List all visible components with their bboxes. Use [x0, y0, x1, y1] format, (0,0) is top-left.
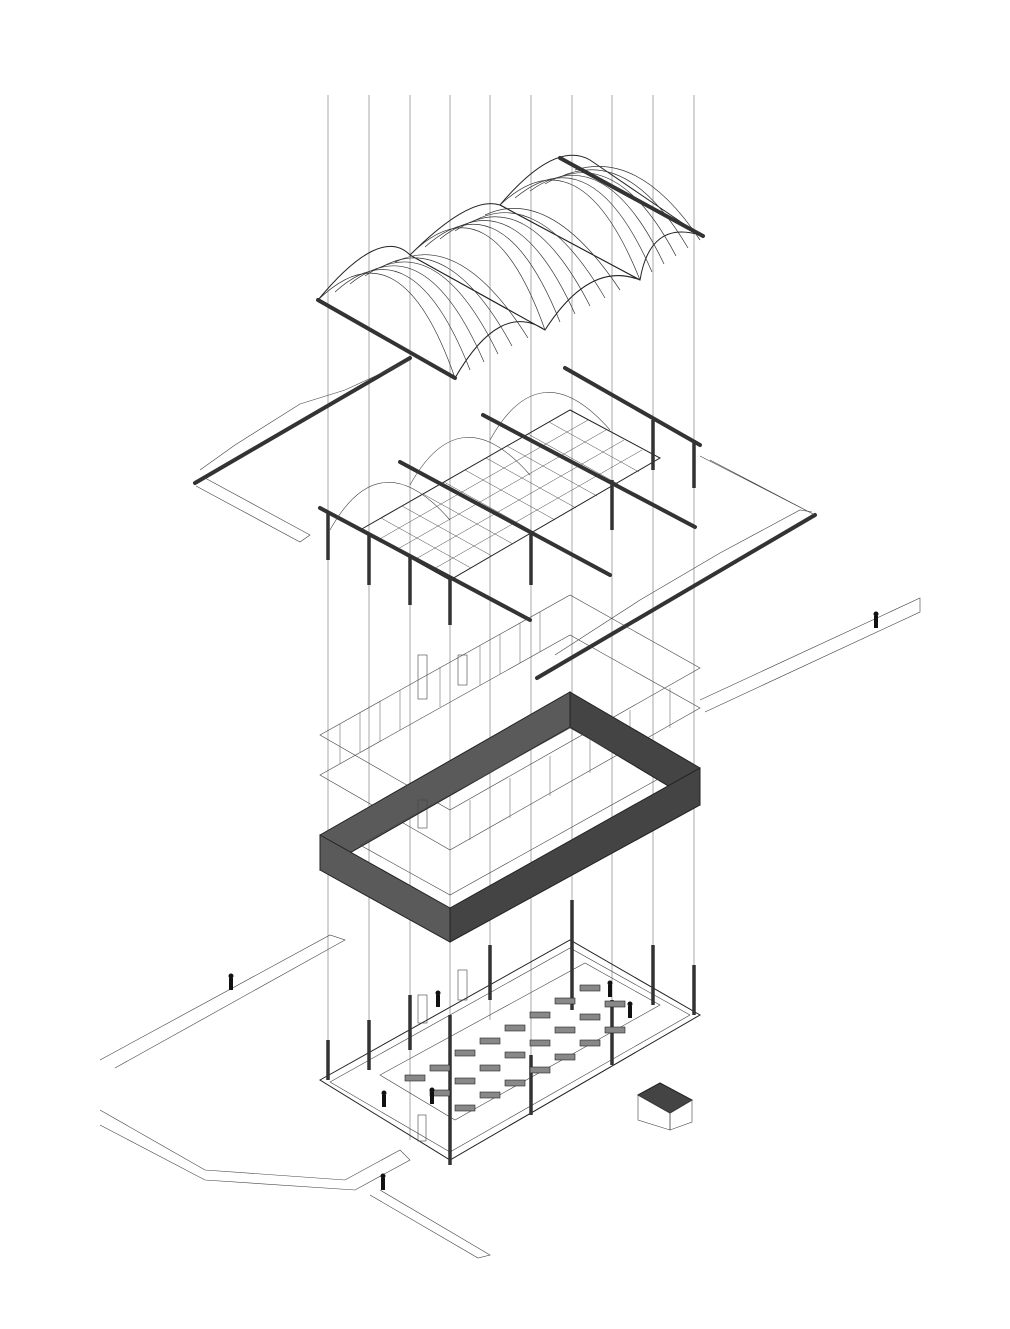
- vaulted-roof: [316, 154, 705, 380]
- solid-band-wall: [319, 691, 701, 943]
- desk-clusters: [404, 984, 626, 1112]
- roof-structure: [193, 356, 817, 680]
- projection-guides: [327, 95, 695, 1160]
- people-figures: [228, 611, 879, 1190]
- ground-floor: [99, 597, 921, 1259]
